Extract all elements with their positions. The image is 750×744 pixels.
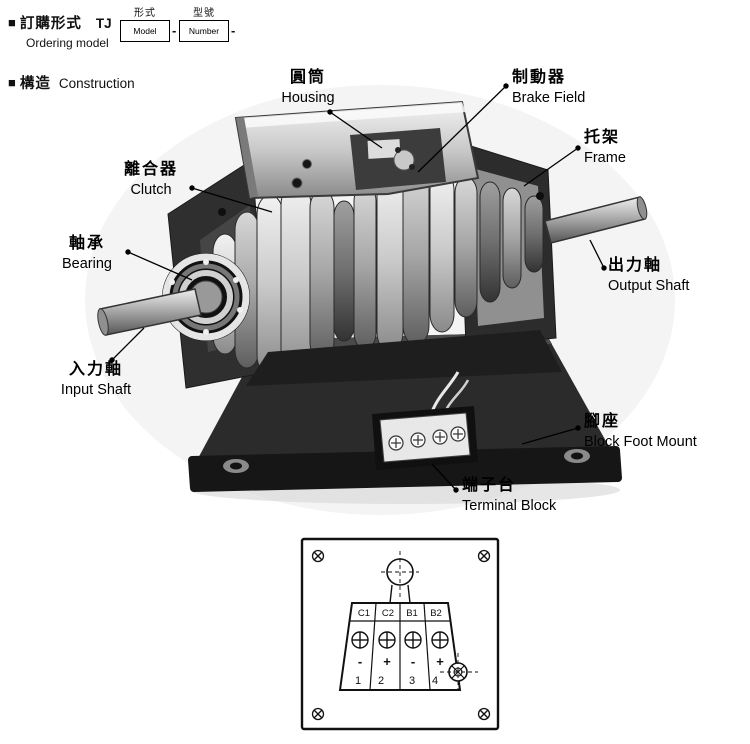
callout-brake-field-zh: 制動器 — [512, 69, 567, 86]
field-separator-2: - — [231, 23, 236, 38]
callout-block-foot-mount-zh: 腳座 — [584, 413, 621, 430]
callout-output-shaft-zh: 出力軸 — [608, 257, 663, 274]
callout-brake-field-en: Brake Field — [512, 89, 586, 106]
machine-input-shaft — [97, 288, 202, 336]
terminal-box-diagram: C1 C2 B1 B2 - + - + 1 2 3 4 — [300, 537, 500, 731]
callout-housing: 圓筒 Housing — [252, 68, 364, 108]
leader-lines — [109, 83, 607, 493]
callout-output-shaft-en: Output Shaft — [608, 277, 690, 294]
terminal-label-c1: C1 — [358, 608, 370, 619]
callout-terminal-block: 端子台 Terminal Block — [462, 476, 602, 516]
number-field-rect: Number — [179, 20, 229, 42]
cable-entry-icon — [381, 551, 419, 604]
callout-block-foot-mount-en: Block Foot Mount — [584, 433, 697, 450]
ordering-model-code: TJ — [95, 16, 112, 31]
section-bullet: ■ — [8, 75, 16, 90]
callout-terminal-block-zh: 端子台 — [462, 477, 517, 494]
callout-housing-zh: 圓筒 — [289, 69, 326, 86]
callout-clutch-zh: 離合器 — [123, 161, 178, 178]
callout-terminal-block-en: Terminal Block — [462, 497, 557, 514]
terminal-label-b2: B2 — [430, 608, 442, 619]
callout-block-foot-mount: 腳座 Block Foot Mount — [584, 412, 746, 452]
callout-frame-zh: 托架 — [584, 129, 621, 146]
callout-output-shaft: 出力軸 Output Shaft — [608, 256, 746, 296]
number-field-box: 型號 Number — [179, 7, 229, 42]
callout-bearing: 軸承 Bearing — [48, 234, 126, 274]
callout-brake-field: 制動器 Brake Field — [512, 68, 662, 108]
model-field-label: Model — [133, 26, 157, 36]
polarity-mark-3: - — [411, 654, 415, 669]
terminal-number-1: 1 — [355, 675, 361, 687]
model-field-rect: Model — [120, 20, 170, 42]
machine-housing — [218, 100, 544, 216]
callout-frame-en: Frame — [584, 149, 626, 166]
callout-input-shaft: 入力軸 Input Shaft — [50, 360, 142, 400]
callout-frame: 托架 Frame — [584, 128, 704, 168]
terminal-number-3: 3 — [409, 675, 415, 687]
polarity-mark-2: + — [383, 654, 391, 669]
callout-input-shaft-zh: 入力軸 — [68, 361, 123, 378]
ordering-model-section: ■訂購形式 TJ — [8, 12, 112, 33]
number-field-label: Number — [188, 26, 220, 36]
callout-input-shaft-en: Input Shaft — [60, 381, 132, 398]
callout-bearing-en: Bearing — [62, 255, 112, 272]
model-field-caption: 形式 — [134, 8, 156, 19]
polarity-mark-1: - — [358, 654, 362, 669]
construction-title-zh: 構造 — [19, 76, 51, 92]
terminal-number-2: 2 — [378, 675, 384, 687]
construction-title-en: Construction — [58, 76, 135, 91]
terminal-screw-icons — [351, 631, 449, 649]
terminal-label-c2: C2 — [382, 608, 394, 619]
callout-bearing-zh: 軸承 — [68, 235, 105, 252]
ground-screw-icon — [440, 653, 478, 691]
field-separator-1: - — [172, 23, 177, 38]
machine-gusset — [246, 330, 562, 386]
ordering-title-en: Ordering model — [26, 36, 109, 50]
callout-clutch-en: Clutch — [130, 181, 172, 198]
callout-clutch: 離合器 Clutch — [112, 160, 190, 200]
ordering-title-zh: 訂購形式 — [19, 16, 82, 32]
terminal-strip: C1 C2 B1 B2 - + - + 1 2 3 4 — [338, 602, 462, 691]
machine-terminal-block — [372, 371, 478, 470]
corner-screw-icons — [311, 549, 491, 721]
terminal-number-4: 4 — [432, 675, 438, 687]
machine-output-shaft — [544, 196, 648, 244]
callout-housing-en: Housing — [281, 89, 335, 106]
construction-section-title: ■構造 Construction — [8, 72, 135, 93]
terminal-label-b1: B1 — [406, 608, 418, 619]
polarity-mark-4: + — [436, 654, 444, 669]
section-bullet: ■ — [8, 15, 16, 30]
number-field-caption: 型號 — [193, 8, 215, 19]
model-field-box: 形式 Model — [120, 7, 170, 42]
